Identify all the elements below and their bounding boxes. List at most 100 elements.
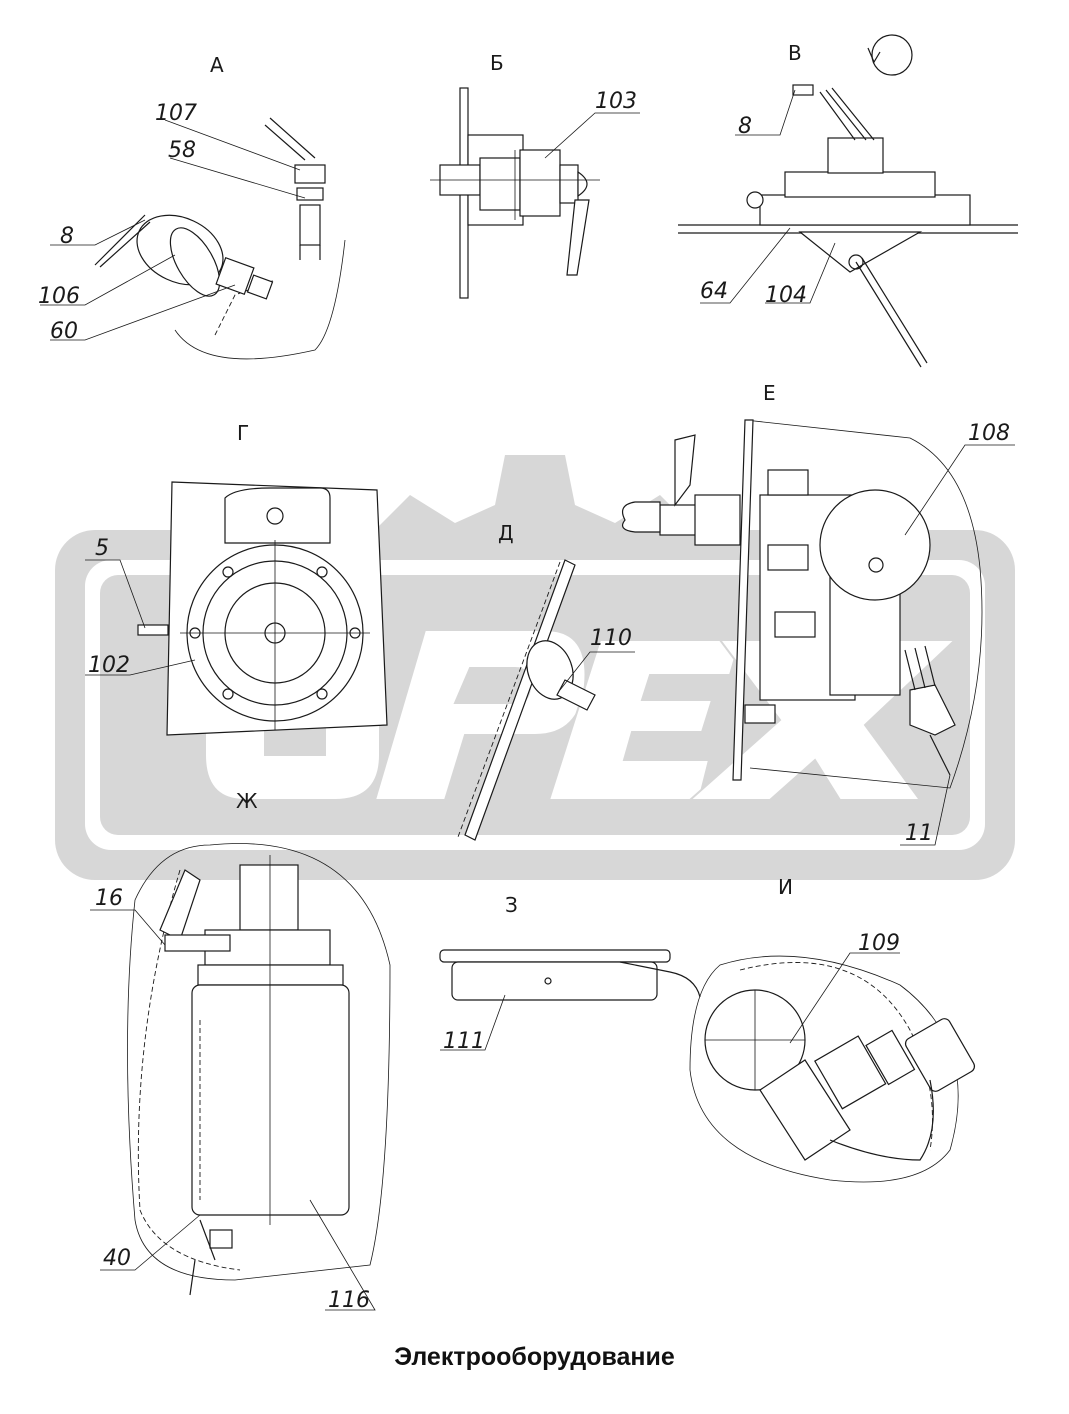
leader-8-v	[735, 89, 796, 136]
terminal-e-4	[744, 704, 776, 724]
rotation-symbol-arrow	[867, 47, 881, 64]
connector-8-v	[792, 84, 814, 96]
wire-8-v	[819, 87, 875, 141]
terminal-e-3	[774, 611, 816, 638]
leader-40	[100, 1214, 201, 1271]
axis-g	[180, 540, 370, 730]
lamp-111-wire	[619, 961, 701, 998]
leader-110	[559, 651, 635, 691]
callout-8-v: 8	[738, 114, 752, 139]
sender-104-flange	[784, 171, 936, 198]
lamp-109-wire	[829, 1079, 934, 1161]
callout-111: 111	[443, 1029, 485, 1054]
terminal-e-2	[767, 544, 809, 571]
sensor-106-flange	[169, 227, 221, 297]
view-e-outline	[744, 419, 983, 789]
sender-104-pivot	[848, 254, 864, 270]
callout-108: 108	[968, 421, 1010, 446]
lamp-109-connector	[904, 1018, 976, 1092]
view-label-zh: Ж	[236, 789, 258, 813]
lamp-111-body	[451, 961, 658, 1001]
panel-e	[732, 419, 754, 781]
view-label-e: Е	[763, 381, 776, 405]
reservoir-116-neck	[239, 864, 299, 931]
view-zh-hidden-edge	[137, 869, 241, 1271]
mount-hole-2	[316, 566, 328, 578]
lamp-111-screw	[544, 977, 552, 985]
switch-103-lens	[577, 170, 588, 198]
fitting-60	[215, 256, 255, 296]
callout-5: 5	[95, 536, 109, 561]
gasket-64	[759, 194, 971, 226]
view-label-b: Б	[490, 51, 504, 75]
drawing-caption: Электрооборудование	[394, 1343, 675, 1371]
leaders-107-58	[164, 119, 306, 199]
sender-104-bracket	[798, 231, 923, 273]
switch-103-cap	[559, 164, 579, 204]
leader-102	[85, 659, 196, 676]
toggle-e-base	[659, 504, 701, 536]
terminal-e-1	[767, 469, 809, 496]
callout-60: 60	[50, 319, 78, 344]
view-i-outline	[689, 955, 959, 1183]
axis-i	[705, 990, 805, 1090]
callout-106: 106	[38, 284, 80, 309]
callout-103: 103	[595, 89, 637, 114]
leader-116	[309, 1199, 376, 1311]
leader-103	[544, 112, 640, 159]
callout-16: 16	[95, 886, 123, 911]
connector-107	[294, 164, 326, 184]
mount-hole-1	[222, 566, 234, 578]
fitting-40	[209, 1229, 233, 1249]
view-g: Г 5 102	[85, 421, 388, 736]
leader-104	[765, 242, 836, 304]
mirror-110-head	[526, 640, 574, 700]
leader-16	[90, 909, 166, 946]
view-label-d: Д	[498, 521, 514, 545]
callout-102: 102	[88, 653, 130, 678]
axis-b	[430, 150, 600, 220]
switch-103-nut	[519, 149, 561, 217]
view-v: В 8 64 104	[678, 34, 1018, 368]
hose-16	[159, 869, 201, 941]
switch-58-body	[299, 204, 321, 246]
view-label-i: И	[778, 875, 793, 899]
connector-e-lead	[929, 734, 951, 776]
mount-hole-4	[316, 688, 328, 700]
callout-58: 58	[168, 138, 196, 163]
view-b: Б 103	[430, 51, 640, 299]
view-label-g: Г	[237, 421, 249, 445]
view-a: А 107 58 8 106 60	[38, 53, 346, 360]
lamp-108	[819, 489, 931, 601]
callout-8-a: 8	[60, 224, 74, 249]
switch-103-lever	[566, 199, 590, 276]
callout-116: 116	[328, 1288, 370, 1313]
bracket-g	[224, 487, 331, 544]
view-d: Д 110	[457, 521, 635, 841]
nut-58	[296, 187, 324, 201]
leader-108	[904, 444, 1015, 536]
callout-40: 40	[103, 1246, 131, 1271]
sender-104-head	[827, 137, 884, 174]
bracket-g-hole	[266, 507, 284, 525]
leader-109	[789, 952, 900, 1044]
lamp-111-bezel	[439, 949, 671, 963]
leader-106	[40, 254, 176, 306]
leader-11	[900, 774, 951, 846]
connector-e-wires	[904, 645, 936, 691]
mirror-110-arm	[556, 679, 596, 711]
mount-hole-5	[189, 627, 201, 639]
leader-60	[50, 284, 236, 341]
fitting-60-tip	[246, 274, 274, 300]
leader-64	[700, 227, 791, 304]
callout-11: 11	[905, 821, 933, 846]
leader-111	[440, 994, 506, 1051]
drain-40	[189, 1219, 216, 1296]
callout-109: 109	[858, 931, 900, 956]
view-label-z: З	[505, 893, 518, 917]
view-zh: Ж 16 40 116	[90, 789, 391, 1313]
toggle-e-lever	[674, 434, 696, 507]
screw-v	[746, 191, 764, 209]
